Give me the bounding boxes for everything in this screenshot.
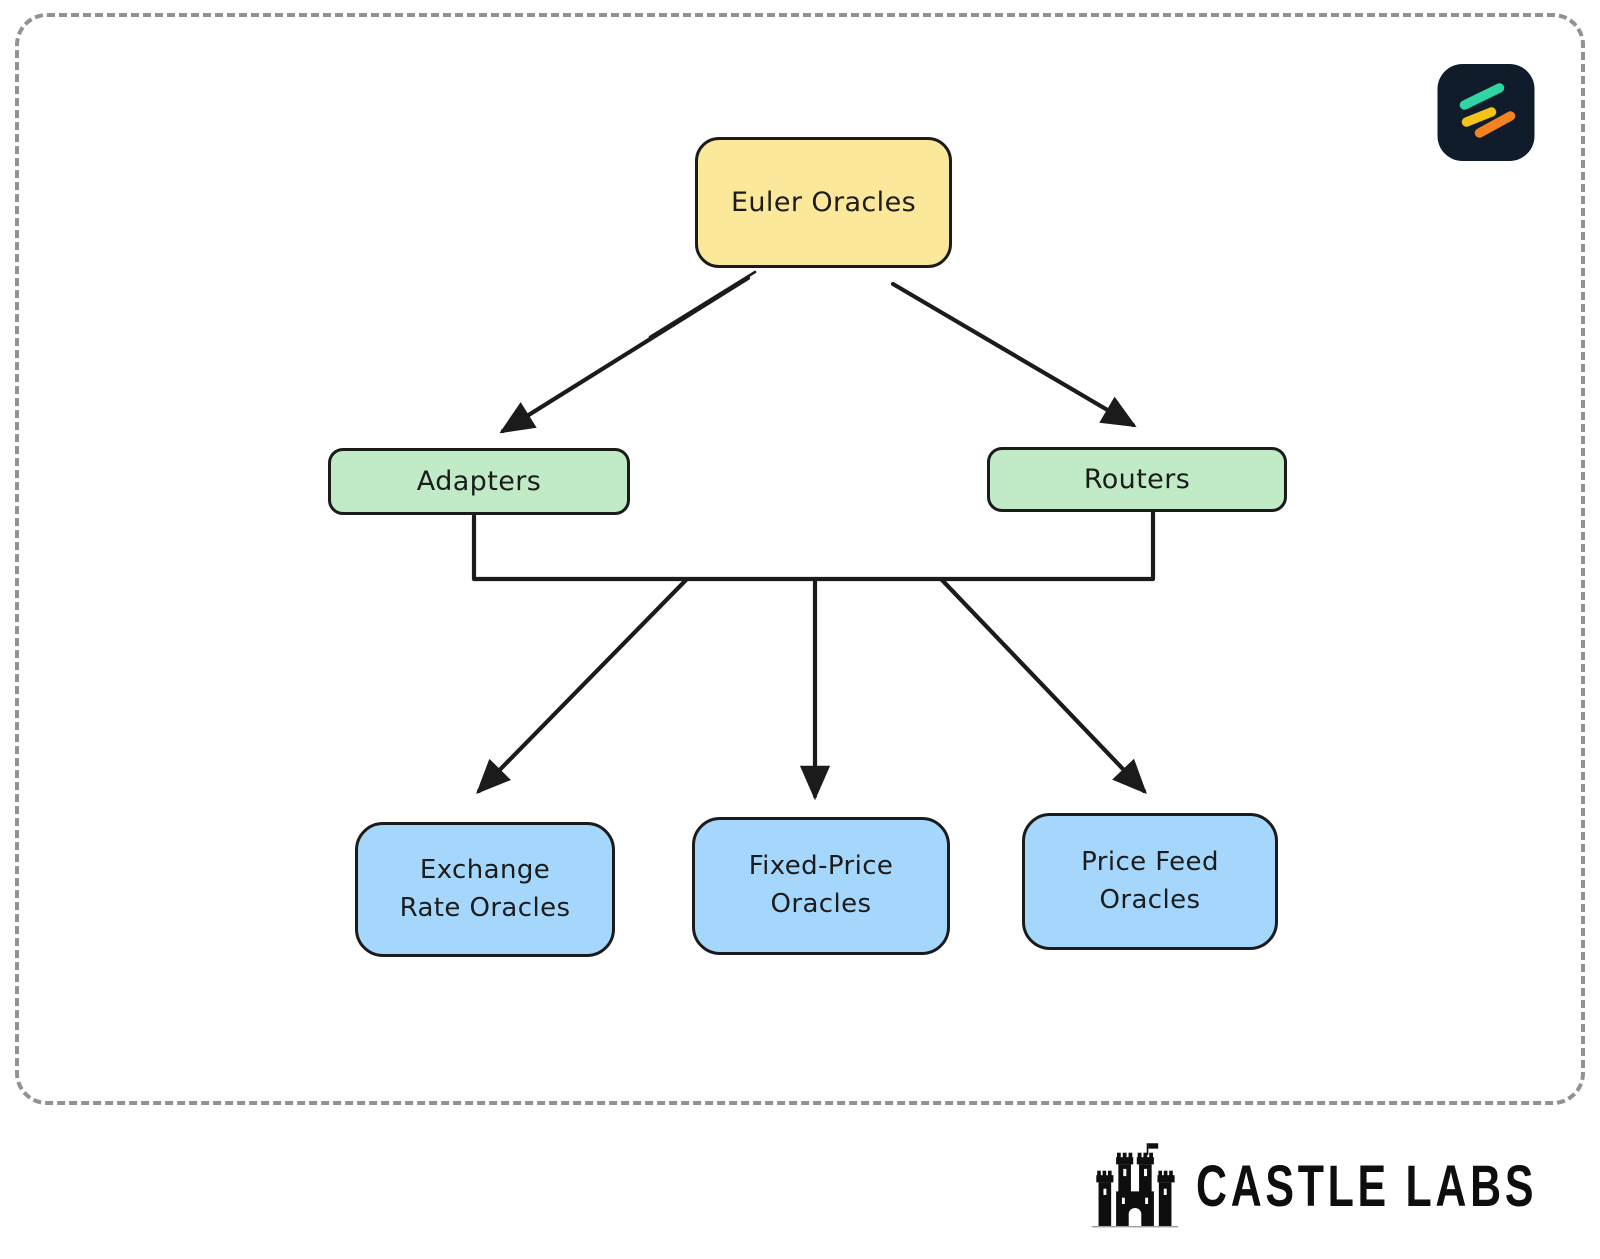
castle-labs-wordmark: CASTLE LABS bbox=[1196, 1153, 1538, 1219]
node-exchange-rate-oracles: Exchange Rate Oracles bbox=[355, 822, 615, 957]
node-price-feed-oracles-line1: Price Feed bbox=[1081, 846, 1219, 877]
euler-logo-icon bbox=[1437, 64, 1535, 161]
node-fixed-price-oracles: Fixed-Price Oracles bbox=[692, 817, 950, 955]
node-exchange-rate-oracles-line1: Exchange bbox=[419, 854, 551, 885]
castle-labs-branding: CASTLE LABS bbox=[1090, 1140, 1600, 1232]
node-fixed-price-oracles-line2: Oracles bbox=[770, 889, 872, 919]
node-adapters: Adapters bbox=[328, 448, 630, 515]
euler-logo bbox=[1437, 64, 1535, 161]
node-price-feed-oracles-line2: Oracles bbox=[1099, 884, 1201, 915]
castle-icon bbox=[1090, 1140, 1180, 1232]
node-routers: Routers bbox=[987, 447, 1287, 512]
node-exchange-rate-oracles-line2: Rate Oracles bbox=[399, 892, 571, 923]
node-fixed-price-oracles-line1: Fixed-Price bbox=[748, 851, 894, 882]
dashed-border-frame bbox=[15, 13, 1585, 1105]
node-adapters-label: Adapters bbox=[416, 466, 542, 497]
node-euler-oracles-label: Euler Oracles bbox=[730, 187, 917, 218]
node-price-feed-oracles: Price Feed Oracles bbox=[1022, 813, 1278, 950]
node-euler-oracles: Euler Oracles bbox=[695, 137, 952, 268]
node-routers-label: Routers bbox=[1083, 464, 1191, 495]
